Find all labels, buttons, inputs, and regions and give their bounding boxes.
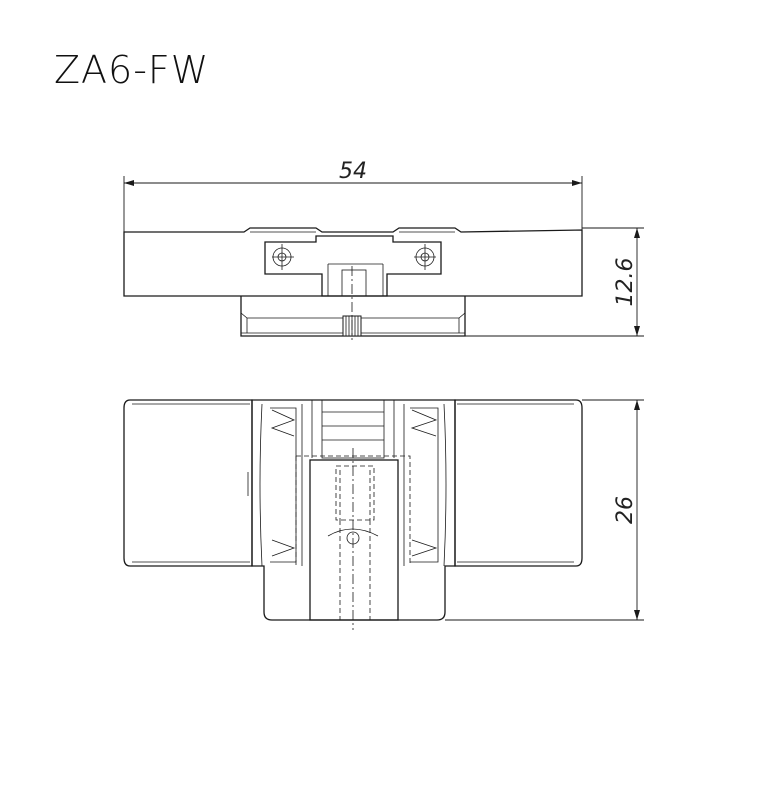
spring-right	[403, 403, 447, 567]
spring-left	[259, 403, 303, 567]
dimension-width-label: 54	[339, 159, 367, 184]
screw-hole-left	[272, 244, 294, 270]
top-view: 54	[123, 159, 644, 340]
front-view: 26	[123, 399, 644, 630]
dimension-width: 54	[123, 159, 583, 232]
drawing-title: ZA6-FW	[54, 48, 210, 92]
dimension-height-front: 26	[445, 399, 644, 621]
dimension-height-top-label: 12.6	[613, 258, 638, 307]
dimension-height-front-label: 26	[613, 496, 638, 524]
dimension-height-top: 12.6	[465, 227, 644, 337]
screw-hole-right	[414, 244, 436, 270]
